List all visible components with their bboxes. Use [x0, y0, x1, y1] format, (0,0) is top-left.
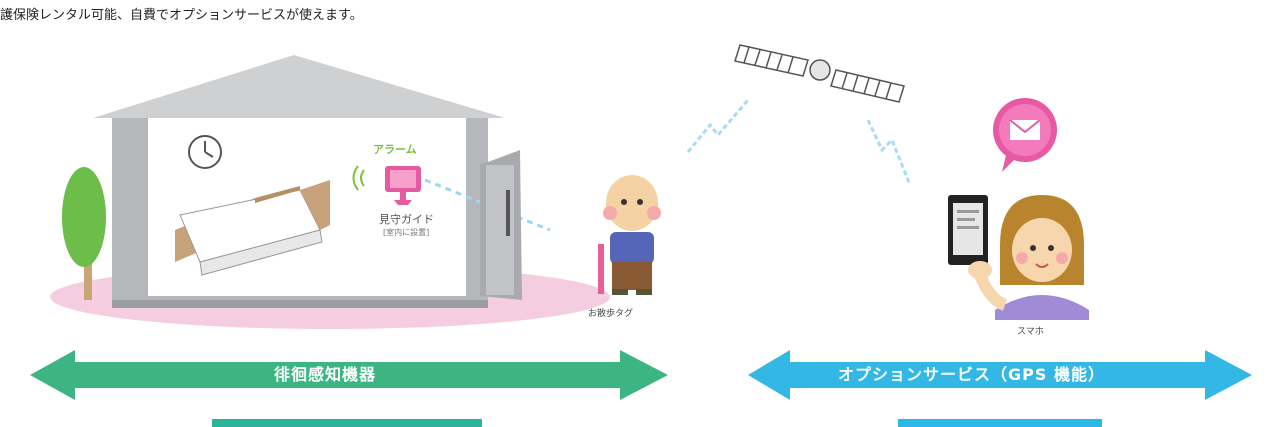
guide-label: 見守ガイド — [379, 213, 434, 226]
signal-bolt-right — [866, 119, 912, 186]
detector-arrow-label: 徘徊感知機器 — [274, 365, 377, 384]
caption-text: 護保険レンタル可能、自費でオプションサービスが使えます。 — [0, 8, 363, 23]
gps-arrow-label: オプションサービス（GPS 機能） — [838, 365, 1105, 384]
elderly-man-icon — [598, 175, 661, 295]
smartphone-label: スマホ — [1017, 327, 1044, 337]
clock-icon — [188, 135, 222, 169]
alarm-waves-icon — [352, 165, 365, 191]
left-tab-bar[interactable] — [212, 419, 482, 427]
walk-tag-label: お散歩タグ — [588, 309, 634, 319]
alarm-label: アラーム — [373, 143, 417, 156]
guide-device-icon — [385, 166, 421, 205]
girl-icon — [968, 195, 1089, 320]
right-tab-bar[interactable] — [898, 419, 1102, 427]
signal-bolt-left — [686, 99, 750, 153]
satellite-icon — [734, 44, 905, 103]
guide-sub-label: [室内に設置] — [383, 228, 430, 237]
bed-icon — [175, 180, 330, 276]
door-icon — [480, 150, 522, 300]
tree-icon — [62, 167, 106, 300]
gps-arrow — [748, 350, 1252, 400]
smartphone-icon — [948, 195, 988, 265]
house-icon — [93, 55, 505, 308]
mail-bubble-icon — [993, 98, 1057, 172]
detector-arrow — [30, 350, 668, 400]
